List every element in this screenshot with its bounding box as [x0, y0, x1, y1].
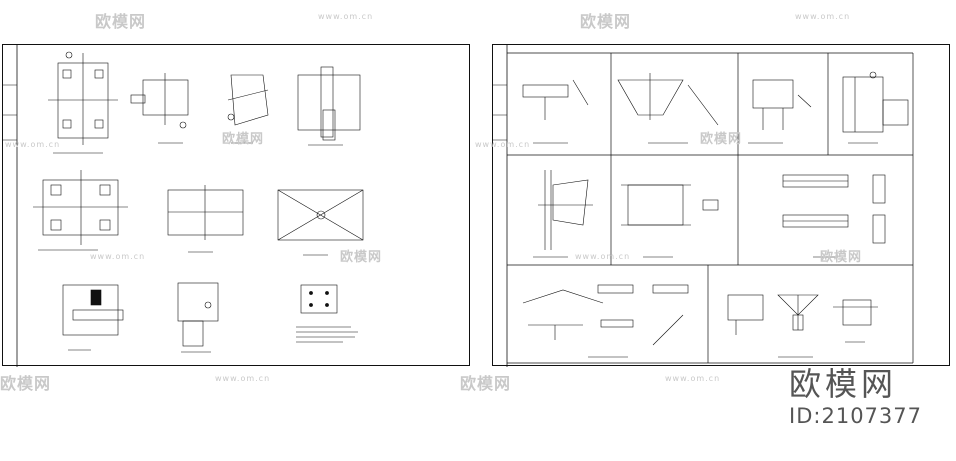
watermark-logo: 欧模网: [460, 374, 512, 393]
watermark-url: www.om.cn: [215, 374, 271, 383]
model-id-label: ID:2107377: [789, 404, 922, 428]
watermark-url: www.om.cn: [795, 12, 851, 21]
watermark-logo: 欧模网: [95, 12, 147, 31]
watermark-logo: 欧模网: [0, 374, 52, 393]
left-sheet-linework: [3, 45, 364, 367]
brand-name: 欧模网: [789, 365, 898, 403]
watermark-logo: 欧模网: [580, 12, 632, 31]
brand-block: 欧模网 ID:2107377: [789, 366, 922, 428]
right-drawing-sheet[interactable]: [492, 44, 950, 367]
left-drawing-sheet[interactable]: [2, 44, 470, 367]
right-sheet-linework: [493, 45, 914, 367]
watermark-url: www.om.cn: [665, 374, 721, 383]
watermark-url: www.om.cn: [318, 12, 374, 21]
